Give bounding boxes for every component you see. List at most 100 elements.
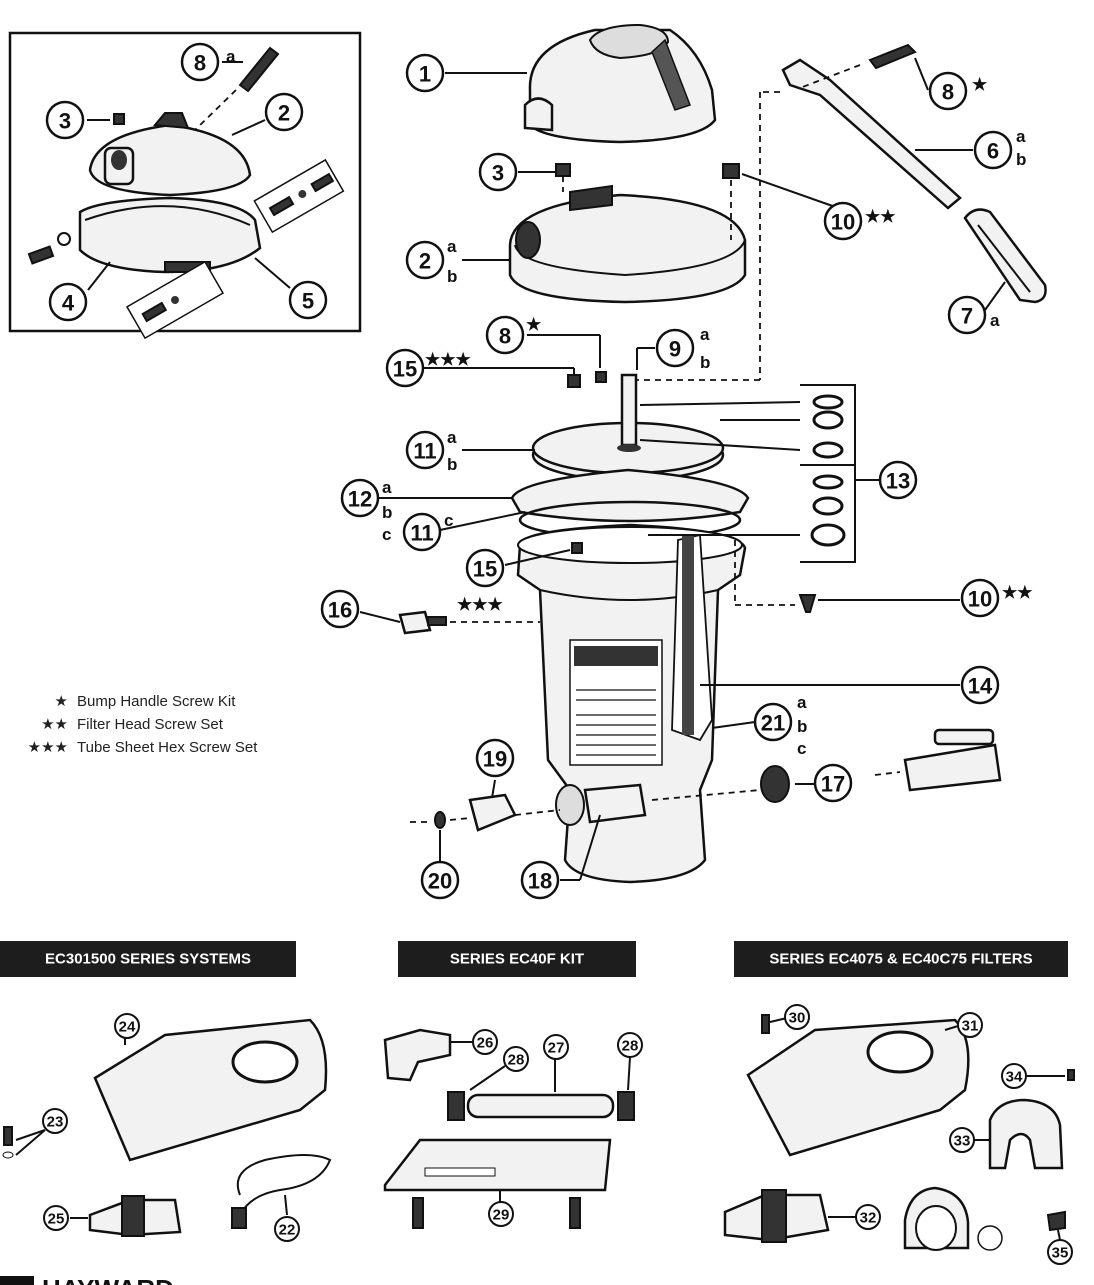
suffix-21b: b — [797, 717, 807, 736]
suffix-2b: b — [447, 267, 457, 286]
banner-ec4075: SERIES EC4075 & EC40C75 FILTERS — [734, 941, 1068, 977]
legend-stars-2: ★★ — [41, 716, 68, 733]
suffix-2a: a — [447, 237, 457, 256]
inset-callout-4: 4 — [48, 282, 88, 322]
svg-text:25: 25 — [48, 1211, 65, 1228]
svg-text:35: 35 — [1052, 1245, 1069, 1262]
callout-20: 20 — [420, 860, 460, 900]
svg-text:8: 8 — [194, 51, 206, 76]
suffix-6a: a — [1016, 127, 1026, 146]
callout-33: 33 — [949, 1127, 975, 1153]
svg-text:15: 15 — [473, 557, 497, 582]
callout-21: 21 — [753, 702, 793, 742]
suffix-12c: c — [382, 525, 391, 544]
legend-stars-3: ★★★ — [28, 739, 68, 756]
callout-10-bottom: 10 — [960, 578, 1000, 618]
callout-26: 26 — [472, 1029, 498, 1055]
svg-text:8: 8 — [499, 324, 511, 349]
callout-24: 24 — [114, 1013, 140, 1039]
svg-text:19: 19 — [483, 747, 507, 772]
svg-text:6: 6 — [987, 139, 999, 164]
banner-ec301500: EC301500 SERIES SYSTEMS — [0, 941, 296, 977]
callout-11-c: 11 — [402, 512, 442, 552]
suffix-11a: a — [447, 428, 457, 447]
svg-text:2: 2 — [419, 249, 431, 274]
svg-text:15: 15 — [393, 357, 417, 382]
inset-callout-3: 3 — [45, 100, 85, 140]
stars-16: ★★★ — [457, 595, 503, 614]
callout-22: 22 — [274, 1216, 300, 1242]
svg-text:33: 33 — [954, 1133, 971, 1150]
svg-text:4: 4 — [62, 291, 75, 316]
callout-29: 29 — [488, 1201, 514, 1227]
legend-text-3: Tube Sheet Hex Screw Set — [77, 739, 258, 756]
legend-text-2: Filter Head Screw Set — [77, 716, 224, 733]
svg-text:5: 5 — [302, 289, 314, 314]
svg-text:11: 11 — [410, 521, 433, 546]
suffix-21c: c — [797, 739, 806, 758]
svg-text:32: 32 — [860, 1210, 877, 1227]
callout-28-right: 28 — [617, 1032, 643, 1058]
suffix-11b: b — [447, 455, 457, 474]
callout-17: 17 — [813, 763, 853, 803]
inset-callout-2: 2 — [264, 92, 304, 132]
suffix-6b: b — [1016, 150, 1026, 169]
svg-text:28: 28 — [622, 1038, 639, 1055]
svg-text:31: 31 — [962, 1018, 979, 1035]
callout-2-main: 2 — [405, 240, 445, 280]
callout-1: 1 — [405, 53, 445, 93]
stars-8-top: ★ — [972, 75, 988, 94]
banner-ec40f: SERIES EC40F KIT — [398, 941, 636, 977]
ec4075-parts — [723, 1014, 1075, 1251]
callout-19: 19 — [475, 738, 515, 778]
svg-text:2: 2 — [278, 101, 290, 126]
suffix-9a: a — [700, 325, 710, 344]
callout-8-mid: 8 — [485, 315, 525, 355]
ec301500-parts — [2, 1018, 332, 1237]
inset-panel — [8, 31, 362, 340]
star-legend: ★ Bump Handle Screw Kit ★★ Filter Head S… — [28, 693, 259, 756]
suffix-11c: c — [444, 511, 453, 530]
callout-28-left: 28 — [503, 1046, 529, 1072]
svg-text:3: 3 — [492, 161, 504, 186]
callout-34: 34 — [1001, 1063, 1027, 1089]
callout-18: 18 — [520, 860, 560, 900]
callout-11-ab: 11 — [405, 430, 445, 470]
suffix-9b: b — [700, 353, 710, 372]
stars-8-mid: ★ — [526, 315, 542, 334]
svg-text:29: 29 — [493, 1207, 510, 1224]
svg-text:17: 17 — [821, 772, 845, 797]
legend-text-1: Bump Handle Screw Kit — [77, 693, 236, 710]
ec40f-parts — [383, 1028, 635, 1229]
callout-12: 12 — [340, 478, 380, 518]
stars-10-top: ★★ — [865, 207, 896, 226]
callout-25: 25 — [43, 1205, 69, 1231]
svg-text:16: 16 — [328, 598, 352, 623]
hayward-logo: HAYWARD — [0, 1274, 174, 1285]
svg-text:18: 18 — [528, 869, 552, 894]
svg-text:EC301500 SERIES SYSTEMS: EC301500 SERIES SYSTEMS — [45, 951, 251, 968]
callout-14: 14 — [960, 665, 1000, 705]
inset-callout-5: 5 — [288, 280, 328, 320]
svg-text:13: 13 — [886, 469, 910, 494]
callout-32: 32 — [855, 1204, 881, 1230]
suffix-7a: a — [990, 311, 1000, 330]
svg-text:30: 30 — [789, 1010, 806, 1027]
svg-text:1: 1 — [419, 62, 431, 87]
svg-text:11: 11 — [413, 439, 436, 464]
stars-10-bottom: ★★ — [1002, 583, 1033, 602]
svg-text:24: 24 — [119, 1019, 136, 1036]
callout-16: 16 — [320, 589, 360, 629]
svg-text:21: 21 — [761, 711, 785, 736]
callout-6: 6 — [973, 130, 1013, 170]
legend-stars-1: ★ — [55, 693, 68, 710]
svg-text:7: 7 — [961, 304, 973, 329]
callout-13: 13 — [878, 460, 918, 500]
svg-text:8: 8 — [942, 80, 954, 105]
svg-text:23: 23 — [47, 1114, 64, 1131]
callout-3-main: 3 — [478, 152, 518, 192]
callout-15-bottom: 15 — [465, 548, 505, 588]
callout-8-top: 8 — [928, 71, 968, 111]
svg-text:22: 22 — [279, 1222, 296, 1239]
